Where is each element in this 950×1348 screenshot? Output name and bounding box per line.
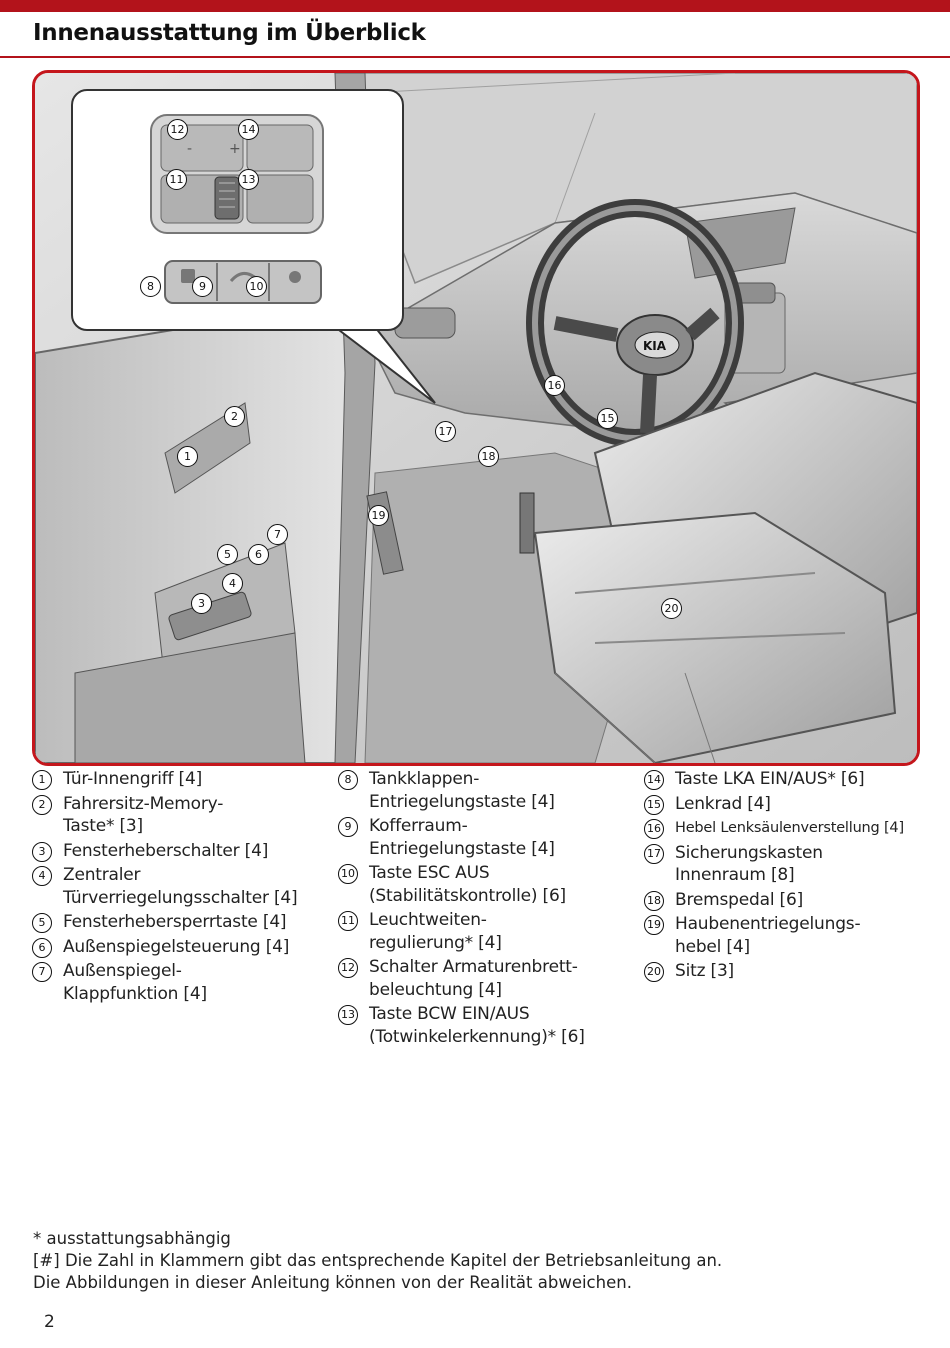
legend-text: Sicherungskasten Innenraum [8] (675, 842, 944, 887)
legend-number: 13 (338, 1005, 358, 1025)
legend-item: 8 Tankklappen- Entriegelungstaste [4] (338, 768, 638, 813)
callout-13: 13 (238, 169, 259, 190)
legend-item: 14 Taste LKA EIN/AUS* [6] (644, 768, 944, 791)
legend-text: Schalter Armaturenbrett- beleuchtung [4] (369, 956, 638, 1001)
legend-text: Taste ESC AUS (Stabilitätskontrolle) [6] (369, 862, 638, 907)
page-title: Innenausstattung im Überblick (33, 20, 426, 46)
legend-number: 14 (644, 770, 664, 790)
legend-number: 18 (644, 891, 664, 911)
legend-number: 6 (32, 938, 52, 958)
legend-text: Zentraler Türverriegelungsschalter [4] (63, 864, 332, 909)
callout-2: 2 (224, 406, 245, 427)
switch-detail-inset: - + (71, 89, 404, 331)
legend-item: 10 Taste ESC AUS (Stabilitätskontrolle) [… (338, 862, 638, 907)
callout-9: 9 (192, 276, 213, 297)
legend-text: Fahrersitz-Memory- Taste* [3] (63, 793, 332, 838)
legend-number: 4 (32, 866, 52, 886)
legend-item: 1 Tür-Innengriff [4] (32, 768, 332, 791)
legend-item: 6 Außenspiegelsteuerung [4] (32, 936, 332, 959)
callout-1: 1 (177, 446, 198, 467)
legend-text: Haubenentriegelungs- hebel [4] (675, 913, 944, 958)
legend-item: 12 Schalter Armaturenbrett- beleuchtung [… (338, 956, 638, 1001)
legend-text: Fensterheberschalter [4] (63, 840, 332, 863)
legend-number: 15 (644, 795, 664, 815)
callout-6: 6 (248, 544, 269, 565)
callout-18: 18 (478, 446, 499, 467)
footnote-optional: * ausstattungsabhängig (33, 1228, 913, 1250)
legend-text: Außenspiegel- Klappfunktion [4] (63, 960, 332, 1005)
legend-number: 19 (644, 915, 664, 935)
legend-item: 3 Fensterheberschalter [4] (32, 840, 332, 863)
legend-item: 5 Fensterhebersperrtaste [4] (32, 911, 332, 934)
legend-number: 10 (338, 864, 358, 884)
legend-item: 13 Taste BCW EIN/AUS (Totwinkelerkennung)… (338, 1003, 638, 1048)
legend-number: 3 (32, 842, 52, 862)
legend-item: 15 Lenkrad [4] (644, 793, 944, 816)
callout-4: 4 (222, 573, 243, 594)
interior-illustration: KIA (32, 70, 920, 766)
callout-8: 8 (140, 276, 161, 297)
legend-text: Tankklappen- Entriegelungstaste [4] (369, 768, 638, 813)
legend-text: Leuchtweiten- regulierung* [4] (369, 909, 638, 954)
legend-number: 16 (644, 819, 664, 839)
legend-item: 7 Außenspiegel- Klappfunktion [4] (32, 960, 332, 1005)
callout-19: 19 (368, 505, 389, 526)
callout-20: 20 (661, 598, 682, 619)
legend-text: Taste LKA EIN/AUS* [6] (675, 768, 944, 791)
callout-7: 7 (267, 524, 288, 545)
legend-item: 9 Kofferraum- Entriegelungstaste [4] (338, 815, 638, 860)
callout-15: 15 (597, 408, 618, 429)
legend-text: Taste BCW EIN/AUS (Totwinkelerkennung)* … (369, 1003, 638, 1048)
page-number: 2 (44, 1312, 55, 1332)
callout-5: 5 (217, 544, 238, 565)
legend-item: 18 Bremspedal [6] (644, 889, 944, 912)
legend-item: 19 Haubenentriegelungs- hebel [4] (644, 913, 944, 958)
legend-number: 11 (338, 911, 358, 931)
legend-number: 12 (338, 958, 358, 978)
top-accent-bar (0, 0, 950, 12)
callout-17: 17 (435, 421, 456, 442)
callout-10: 10 (246, 276, 267, 297)
legend-text: Kofferraum- Entriegelungstaste [4] (369, 815, 638, 860)
legend-item: 16 Hebel Lenksäulenverstellung [4] (644, 817, 944, 840)
legend-item: 11 Leuchtweiten- regulierung* [4] (338, 909, 638, 954)
legend-item: 20 Sitz [3] (644, 960, 944, 983)
legend-number: 1 (32, 770, 52, 790)
legend-number: 2 (32, 795, 52, 815)
kia-logo-text: KIA (643, 339, 667, 353)
legend-text: Außenspiegelsteuerung [4] (63, 936, 332, 959)
legend-number: 5 (32, 913, 52, 933)
legend-item: 4 Zentraler Türverriegelungsschalter [4] (32, 864, 332, 909)
legend-text: Sitz [3] (675, 960, 944, 983)
legend-number: 17 (644, 844, 664, 864)
legend-number: 9 (338, 817, 358, 837)
legend-text: Tür-Innengriff [4] (63, 769, 202, 789)
callout-11: 11 (166, 169, 187, 190)
callout-16: 16 (544, 375, 565, 396)
legend-number: 7 (32, 962, 52, 982)
callout-3: 3 (191, 593, 212, 614)
legend-text: Hebel Lenksäulenverstellung [4] (675, 817, 944, 840)
legend-text: Lenkrad [4] (675, 793, 944, 816)
callout-14: 14 (238, 119, 259, 140)
legend-column-2: 8 Tankklappen- Entriegelungstaste [4] 9 Ko… (338, 768, 638, 1050)
legend-number: 20 (644, 962, 664, 982)
legend-number: 8 (338, 770, 358, 790)
legend-text: Bremspedal [6] (675, 889, 944, 912)
footnotes: * ausstattungsabhängig [#] Die Zahl in K… (33, 1228, 913, 1294)
title-divider (0, 56, 950, 58)
legend-text: Fensterhebersperrtaste [4] (63, 911, 332, 934)
legend-column-1: 1 Tür-Innengriff [4] 2 Fahrersitz-Memory- … (32, 768, 332, 1007)
legend-item: 17 Sicherungskasten Innenraum [8] (644, 842, 944, 887)
footnote-disclaimer: Die Abbildungen in dieser Anleitung könn… (33, 1272, 913, 1294)
callout-12: 12 (167, 119, 188, 140)
svg-text:-: - (187, 141, 192, 157)
legend-item: 2 Fahrersitz-Memory- Taste* [3] (32, 793, 332, 838)
legend-column-3: 14 Taste LKA EIN/AUS* [6] 15 Lenkrad [4] 1… (644, 768, 944, 985)
svg-text:+: + (229, 141, 241, 157)
footnote-chapter-ref: [#] Die Zahl in Klammern gibt das entspr… (33, 1250, 913, 1272)
